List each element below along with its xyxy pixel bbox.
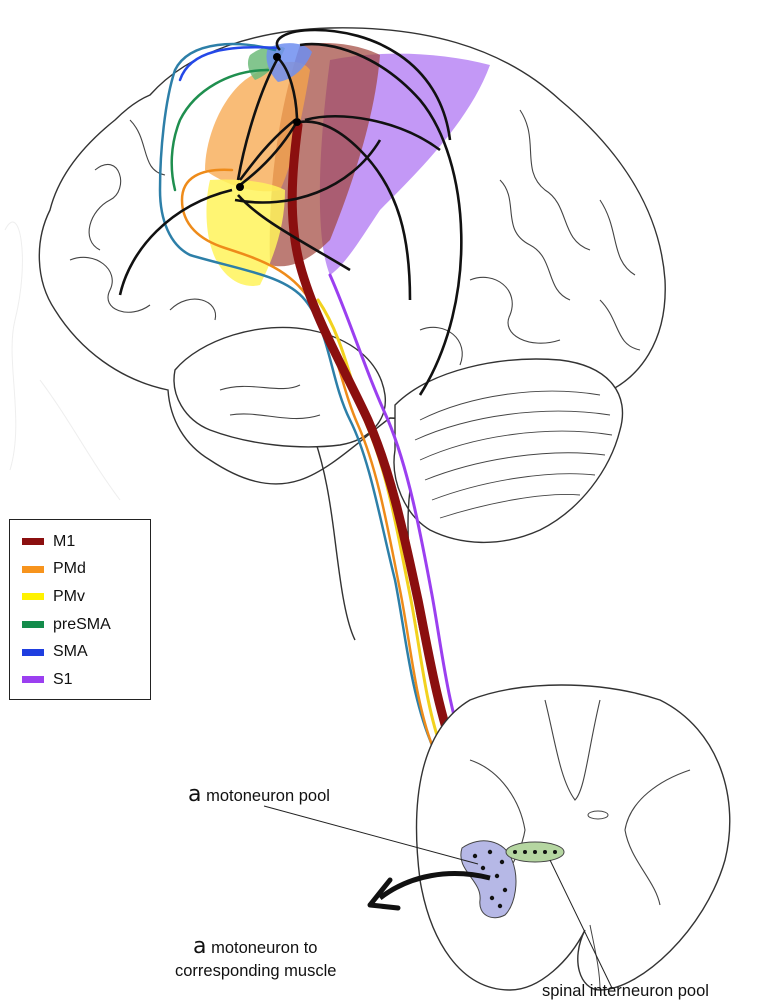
legend-swatch [22, 538, 44, 545]
legend-label: preSMA [53, 616, 111, 634]
label-text: motoneuron pool [206, 787, 330, 805]
legend-item-pmv: PMv [22, 583, 150, 611]
legend-item-presma: preSMA [22, 611, 150, 639]
legend-swatch [22, 649, 44, 656]
alpha-symbol: a [188, 782, 201, 807]
legend-label: S1 [53, 671, 73, 689]
legend-item-s1: S1 [22, 666, 150, 694]
node-sma [273, 53, 281, 61]
label-text-line1: motoneuron to [211, 939, 317, 957]
label-interneuron-pool: spinal interneuron pool [542, 982, 709, 1001]
legend-item-pmd: PMd [22, 556, 150, 584]
node-pm [236, 183, 244, 191]
node-m1 [293, 118, 301, 126]
label-motoneuron-pool: a motoneuron pool [188, 782, 330, 807]
legend-label: M1 [53, 533, 75, 551]
legend-swatch [22, 676, 44, 683]
legend-item-sma: SMA [22, 638, 150, 666]
legend: M1 PMd PMv preSMA SMA S1 [9, 519, 151, 700]
legend-swatch [22, 593, 44, 600]
legend-swatch [22, 566, 44, 573]
label-motoneuron-muscle: a motoneuron to [193, 934, 317, 959]
legend-item-m1: M1 [22, 528, 150, 556]
legend-label: PMv [53, 588, 85, 606]
legend-swatch [22, 621, 44, 628]
legend-label: PMd [53, 560, 86, 578]
alpha-symbol: a [193, 934, 206, 959]
label-motoneuron-muscle-line2: corresponding muscle [175, 962, 336, 981]
legend-label: SMA [53, 643, 88, 661]
spinal-cord-section [370, 685, 730, 990]
